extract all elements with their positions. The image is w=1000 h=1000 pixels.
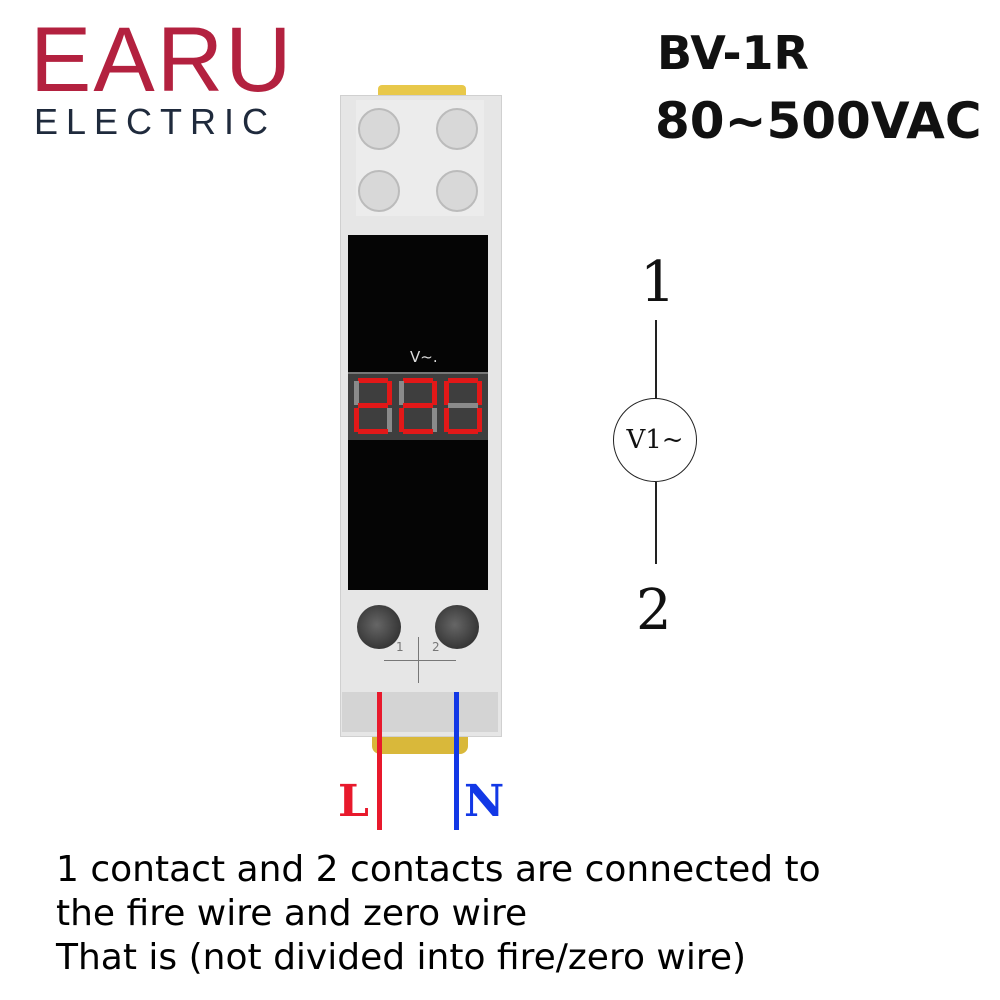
led-segment xyxy=(448,429,478,434)
live-label: L xyxy=(338,776,369,827)
terminal-hole xyxy=(436,108,478,150)
led-segment xyxy=(444,381,449,405)
led-segment xyxy=(358,429,388,434)
terminal-hole xyxy=(436,170,478,212)
led-segment xyxy=(354,381,359,405)
terminal-hole xyxy=(358,108,400,150)
led-segment xyxy=(444,408,449,432)
led-segment xyxy=(387,381,392,405)
neutral-wire xyxy=(454,692,459,830)
terminal-screw-2 xyxy=(435,605,479,649)
neutral-label: N xyxy=(464,776,505,827)
led-segment xyxy=(403,429,433,434)
led-segment xyxy=(403,378,433,383)
terminal-label-1: 1 xyxy=(396,640,404,654)
led-segment xyxy=(354,408,359,432)
brand-logo: EARU xyxy=(30,9,294,111)
terminal-hole xyxy=(358,170,400,212)
schematic-wire-bottom xyxy=(655,482,657,564)
led-segment xyxy=(358,378,388,383)
led-segment xyxy=(432,381,437,405)
led-segment xyxy=(448,378,478,383)
led-segment xyxy=(432,408,437,432)
led-segment xyxy=(358,403,388,408)
led-segment xyxy=(387,408,392,432)
terminal-divider-h xyxy=(384,660,456,661)
live-wire xyxy=(377,692,382,830)
schematic-wire-top xyxy=(655,320,657,398)
instruction-line: the fire wire and zero wire xyxy=(56,893,528,934)
led-digit xyxy=(399,378,437,434)
led-segment xyxy=(403,403,433,408)
terminal-screw-1 xyxy=(357,605,401,649)
led-segment xyxy=(477,381,482,405)
wiring-instructions: 1 contact and 2 contacts are connected t… xyxy=(56,848,821,980)
bottom-terminal-block xyxy=(342,692,498,732)
voltmeter-symbol: V1~ xyxy=(613,398,697,482)
schematic-terminal-2: 2 xyxy=(636,578,672,643)
led-segment xyxy=(399,408,404,432)
schematic-terminal-1: 1 xyxy=(640,250,676,315)
voltage-range: 80~500VAC xyxy=(655,92,982,150)
led-segment xyxy=(448,403,478,408)
instruction-line: 1 contact and 2 contacts are connected t… xyxy=(56,849,821,890)
terminal-label-2: 2 xyxy=(432,640,440,654)
led-digit xyxy=(354,378,392,434)
led-segment xyxy=(477,408,482,432)
unit-label: V~. xyxy=(410,348,438,366)
led-digit xyxy=(444,378,482,434)
led-segment xyxy=(399,381,404,405)
brand-subtitle: ELECTRIC xyxy=(34,101,277,142)
voltmeter-symbol-label: V1~ xyxy=(626,425,684,455)
model-title: BV-1R xyxy=(657,26,809,80)
instruction-line: That is (not divided into fire/zero wire… xyxy=(56,937,747,978)
